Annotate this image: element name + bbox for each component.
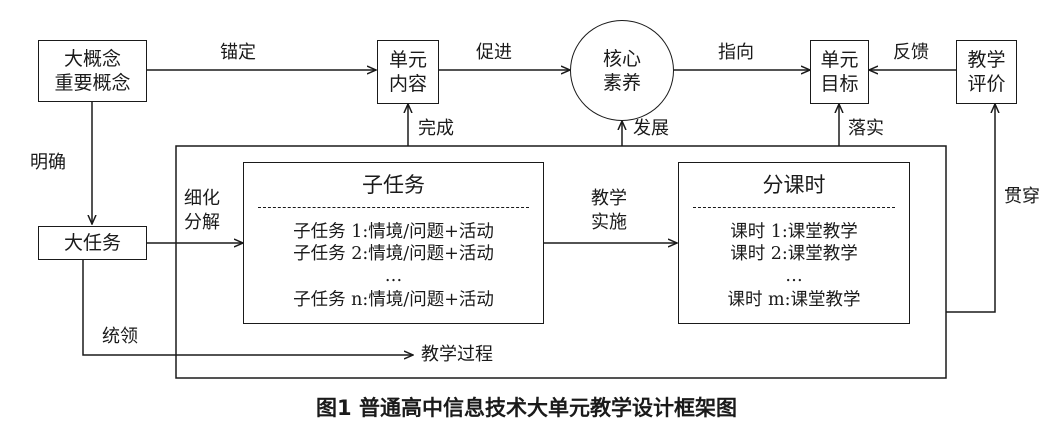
node-big-task-label: 大任务 <box>63 232 121 254</box>
outer-frame <box>175 145 947 379</box>
edge-label-complete: 完成 <box>418 118 454 139</box>
subtask-item: 子任务 2:情境/问题+活动 <box>293 244 494 264</box>
edge-label-feedback: 反馈 <box>893 42 929 63</box>
edge-label-refine-2: 分解 <box>184 212 220 233</box>
lesson-item: … <box>785 266 803 286</box>
lesson-item: 课时 m:课堂教学 <box>727 290 861 310</box>
node-unit-goal-line1: 单元 <box>820 49 859 71</box>
edge-label-teach-impl-1: 教学 <box>591 188 627 209</box>
panel-subtasks-divider <box>258 207 529 208</box>
edge-label-lead: 统领 <box>102 326 138 347</box>
node-teaching-eval-line2: 评价 <box>967 73 1006 95</box>
panel-subtasks-title: 子任务 <box>362 173 425 197</box>
node-big-concept: 大概念 重要概念 <box>38 40 147 102</box>
edge-label-teaching-process: 教学过程 <box>421 344 493 365</box>
node-core-literacy-line1: 核心 <box>602 47 641 70</box>
lesson-item: 课时 1:课堂教学 <box>730 222 858 242</box>
edge-label-teach-impl-2: 实施 <box>591 212 627 233</box>
subtask-item: … <box>384 266 403 286</box>
edge-label-promote: 促进 <box>476 42 512 63</box>
node-big-task: 大任务 <box>38 226 147 260</box>
node-core-literacy-line2: 素养 <box>602 71 641 94</box>
node-big-concept-line1: 大概念 <box>63 48 121 70</box>
node-unit-content-line2: 内容 <box>388 73 427 95</box>
edge-label-develop: 发展 <box>633 118 669 139</box>
edge-label-refine-1: 细化 <box>184 188 220 209</box>
edge-label-clarify: 明确 <box>30 152 66 173</box>
node-core-literacy: 核心 素养 <box>570 20 674 121</box>
node-big-concept-line2: 重要概念 <box>54 72 131 94</box>
edge-label-point-to: 指向 <box>718 42 754 63</box>
figure-caption: 图1 普通高中信息技术大单元教学设计框架图 <box>316 396 737 420</box>
edge-label-implement: 落实 <box>848 118 884 139</box>
lesson-item: 课时 2:课堂教学 <box>730 244 858 264</box>
panel-lessons-title: 分课时 <box>762 173 826 197</box>
panel-subtasks: 子任务 子任务 1:情境/问题+活动 子任务 2:情境/问题+活动 … 子任务 … <box>243 162 544 324</box>
edge-label-through: 贯穿 <box>1004 186 1040 207</box>
panel-lessons-divider <box>693 207 895 208</box>
node-unit-content-line1: 单元 <box>388 49 427 71</box>
node-teaching-eval-line1: 教学 <box>967 49 1006 71</box>
panel-lessons: 分课时 课时 1:课堂教学 课时 2:课堂教学 … 课时 m:课堂教学 <box>678 162 910 324</box>
node-unit-content: 单元 内容 <box>377 40 439 104</box>
node-teaching-eval: 教学 评价 <box>956 40 1017 104</box>
node-unit-goal: 单元 目标 <box>810 40 869 104</box>
arrow-lead <box>82 260 413 355</box>
arrow-through <box>946 104 995 313</box>
subtask-item: 子任务 n:情境/问题+活动 <box>293 290 494 310</box>
subtask-item: 子任务 1:情境/问题+活动 <box>293 222 494 242</box>
node-unit-goal-line2: 目标 <box>820 73 859 95</box>
edge-label-anchor: 锚定 <box>220 42 256 63</box>
